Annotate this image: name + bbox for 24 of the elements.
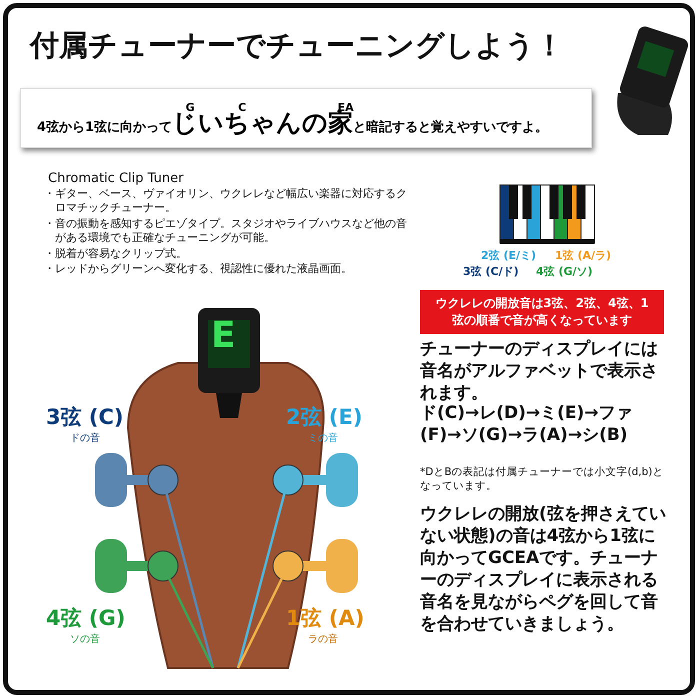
paragraph: チューナーのディスプレイには音名がアルファベットで表示されます。 [420,338,659,404]
note-sequence: ド(C)→レ(D)→ミ(E)→ファ(F)→ソ(G)→ラ(A)→シ(B) [420,402,634,446]
ruby-letter: G [186,101,195,114]
key-label: 2弦 (E/ミ) [481,248,536,263]
ruby-letter: C [238,101,246,114]
footnote: *DとBの表記は付属チューナーでは小文字(d,b)となっています。 [420,466,664,494]
string-label: 2弦 (E) [286,404,362,431]
key-label: 4弦 (G/ソ) [536,264,593,279]
note-caption: ソの音 [70,632,100,646]
bullet-item: ・レッドからグリーンへ変化する、視認性に優れた液晶画面。 [44,262,353,276]
string-label: 3弦 (C) [46,404,124,431]
bullet-item: ・音の振動を感知するピエゾタイプ。スタジオやライブハウスなど他の音がある環境でも正確なチューニングが可能。 [44,217,408,246]
heading: Chromatic Clip Tuner [48,171,184,188]
key-label: 3弦 (C/ド) [463,264,519,279]
title: 付属チューナーでチューニングしよう！ [30,27,564,64]
note-caption: ドの音 [70,432,100,445]
note-caption: ラの音 [308,632,338,646]
paragraph: ウクレレの開放(弦を押さえていない状態)の音は4弦から1弦に向かってGCEAです。チューナーのディスプレイに表示される音名を見ながらペグを回して音を合わせていきましょう。 [420,503,667,636]
string-label: 4弦 (G) [46,605,126,632]
key-label: 1弦 (A/ラ) [555,248,612,263]
bullet-item: ・ギター、ベース、ヴァイオリン、ウクレレなど幅広い楽器に対応するクロマチックチューナー。 [44,187,408,216]
bullet-item: ・脱着が容易なクリップ式。 [44,247,188,262]
display-letter: E [211,315,236,356]
notice-banner: ウクレレの開放音は3弦、2弦、4弦、1弦の順番で音が高くなっています [420,290,664,334]
